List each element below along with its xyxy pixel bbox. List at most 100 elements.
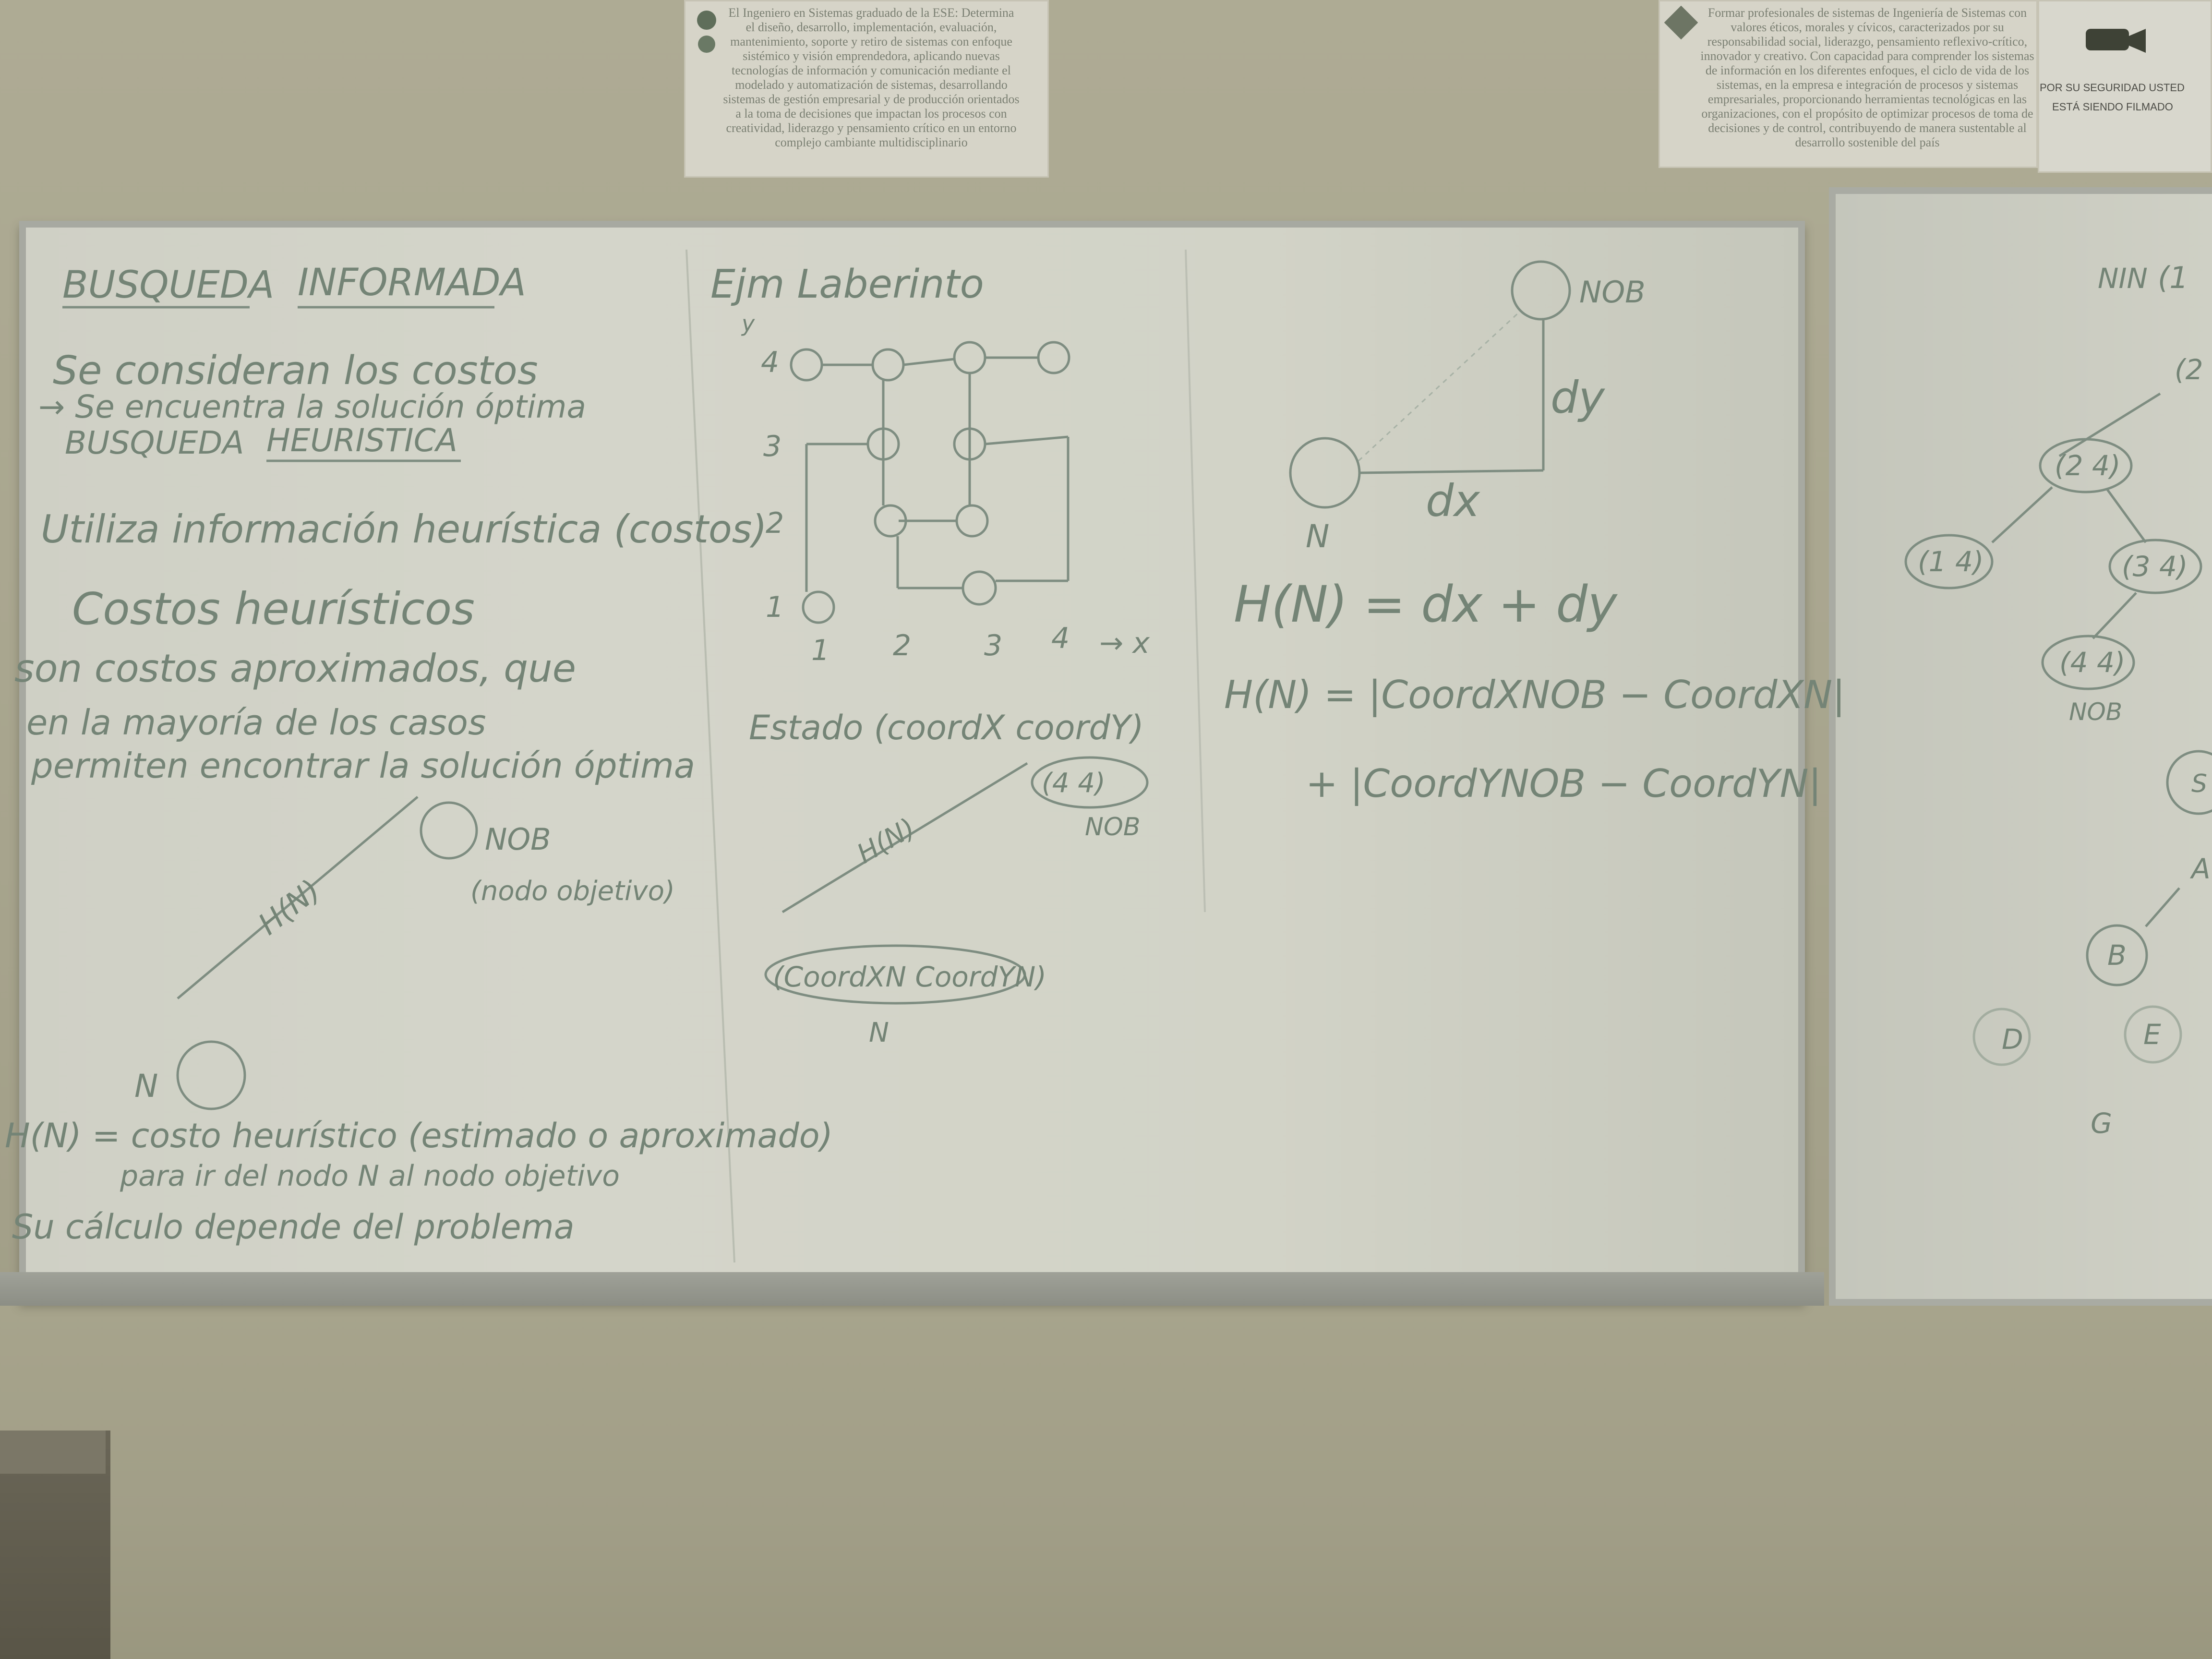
graph-node-label: D [2002, 1023, 2023, 1056]
tree-node: (4 4) [2059, 646, 2126, 679]
tree-node-label: NOB [2069, 698, 2122, 726]
maze-col-label: 3 [984, 629, 1002, 662]
graph-node [1972, 1008, 2031, 1066]
maze-col-label: 4 [1051, 622, 1070, 655]
tree-node: (2 4) [2055, 449, 2121, 482]
title-informada: INFORMADA [298, 261, 526, 304]
hn-definition-1: H(N) = costo heurístico (estimado o apro… [5, 1116, 833, 1155]
goal-label: NOB [485, 822, 551, 857]
column-divider [685, 249, 735, 1263]
maze-x-axis: → x [1099, 626, 1150, 660]
current-node-coords: (CoordXN CoordYN) [773, 961, 1046, 993]
formula-x-term: H(N) = |CoordXNOB − CoordXN| [1224, 673, 1845, 718]
dy-label: dy [1551, 372, 1605, 423]
hn-definition-3: Su cálculo depende del problema [12, 1207, 575, 1247]
node-n-label: N [1306, 518, 1329, 555]
tree-node: (3 4) [2122, 550, 2188, 583]
maze-y-axis: y [741, 311, 755, 337]
formula-y-term: + |CoordYNOB − CoordYN| [1306, 761, 1821, 806]
tree-edge [2058, 392, 2161, 457]
section-costos-heuristicos: Costos heurísticos [72, 583, 475, 635]
line-utiliza: Utiliza información heurística (costos) [41, 507, 767, 552]
dx-segment [1359, 469, 1544, 474]
logo-icon [1664, 5, 1698, 63]
tree-edge [2106, 489, 2147, 543]
graph-node-label: E [2143, 1018, 2161, 1051]
camera-caption-1: POR SU SEGURIDAD USTED [2040, 82, 2185, 94]
formula-manhattan: H(N) = dx + dy [1234, 575, 1618, 634]
tree-node-circle [2108, 539, 2202, 594]
poster-left-text: El Ingeniero en Sistemas graduado de la … [723, 6, 1023, 149]
def-line-2: en la mayoría de los casos [26, 702, 486, 743]
maze-cell [1037, 341, 1070, 374]
poster-right: Formar profesionales de sistemas de Inge… [1659, 0, 2038, 168]
poster-right-text: Formar profesionales de sistemas de Inge… [1700, 6, 2038, 149]
camera-icon [2081, 19, 2148, 67]
maze-row-label: 4 [761, 346, 779, 379]
graph-node-label: B [2107, 939, 2127, 972]
node-n [176, 1040, 246, 1110]
graph-node-label: A [2189, 853, 2211, 885]
title-busqueda: BUSQUEDA [62, 264, 274, 307]
subtitle-busqueda: BUSQUEDA [65, 424, 244, 461]
maze-cell [802, 590, 835, 624]
column-divider [1185, 249, 1206, 913]
maze-col-label: 1 [811, 634, 830, 667]
goal-node-coords: (4 4) [1042, 768, 1106, 799]
current-node [764, 944, 1026, 1005]
line-solucion: → Se encuentra la solución óptima [38, 388, 586, 425]
maze-cell [790, 348, 823, 382]
tree-node: (2 [2175, 353, 2203, 386]
edge-label: H(N) [852, 812, 921, 870]
graph-node-label: S [2191, 769, 2207, 798]
def-line-1: son costos aproximados, que [14, 646, 576, 691]
tree-edge [1991, 486, 2053, 543]
tree-start-label: NIN [2098, 262, 2148, 295]
current-node-label: N [869, 1017, 889, 1048]
logo-icon [690, 6, 723, 63]
maze-row-label: 1 [766, 590, 784, 624]
dashed-hypotenuse [1358, 311, 1520, 462]
chair-top [0, 1431, 106, 1474]
graph-node [2166, 750, 2212, 815]
maze-row-label: 2 [766, 506, 784, 540]
maze-grid [790, 341, 1070, 624]
subtitle-heuristica: HEURISTICA [266, 422, 457, 459]
goal-node [1031, 756, 1149, 809]
maze-cell [962, 570, 997, 606]
dx-label: dx [1426, 475, 1480, 527]
heuristic-edge [781, 762, 1028, 914]
tree-node-circle [1904, 534, 1994, 589]
hn-definition-2: para ir del nodo N al nodo objetivo [120, 1159, 620, 1193]
heuristic-edge [177, 796, 419, 999]
graph-node-label: G [2091, 1107, 2112, 1140]
graph-node [2124, 1005, 2182, 1064]
node-n-label: N [134, 1068, 158, 1105]
camera-sign: POR SU SEGURIDAD USTED ESTÁ SIENDO FILMA… [2038, 0, 2212, 173]
camera-caption-2: ESTÁ SIENDO FILMADO [2052, 101, 2173, 113]
tree-node: (1 [2158, 260, 2188, 295]
goal-node [1511, 260, 1571, 321]
maze-wall [985, 435, 1069, 445]
node-n [1289, 437, 1361, 509]
second-whiteboard [1829, 187, 2212, 1306]
poster-left: El Ingeniero en Sistemas graduado de la … [684, 0, 1049, 178]
maze-row-label: 3 [763, 430, 781, 463]
maze-cell [955, 504, 989, 538]
maze-col-label: 2 [893, 629, 911, 662]
goal-node [420, 801, 478, 860]
state-definition: Estado (coordX coordY) [749, 708, 1144, 747]
graph-edge [2145, 887, 2180, 927]
whiteboard-tray [0, 1272, 1824, 1306]
line-costos: Se consideran los costos [53, 348, 538, 394]
maze-cell [871, 348, 905, 382]
whiteboard [19, 221, 1805, 1301]
goal-label: NOB [1579, 275, 1646, 310]
maze-wall [903, 358, 955, 366]
def-line-3: permiten encontrar la solución óptima [31, 745, 695, 786]
maze-title: Ejm Laberinto [710, 262, 984, 307]
tree-edge [2092, 592, 2137, 639]
maze-cell [953, 341, 986, 374]
tree-node: (1 4) [1918, 545, 1984, 578]
